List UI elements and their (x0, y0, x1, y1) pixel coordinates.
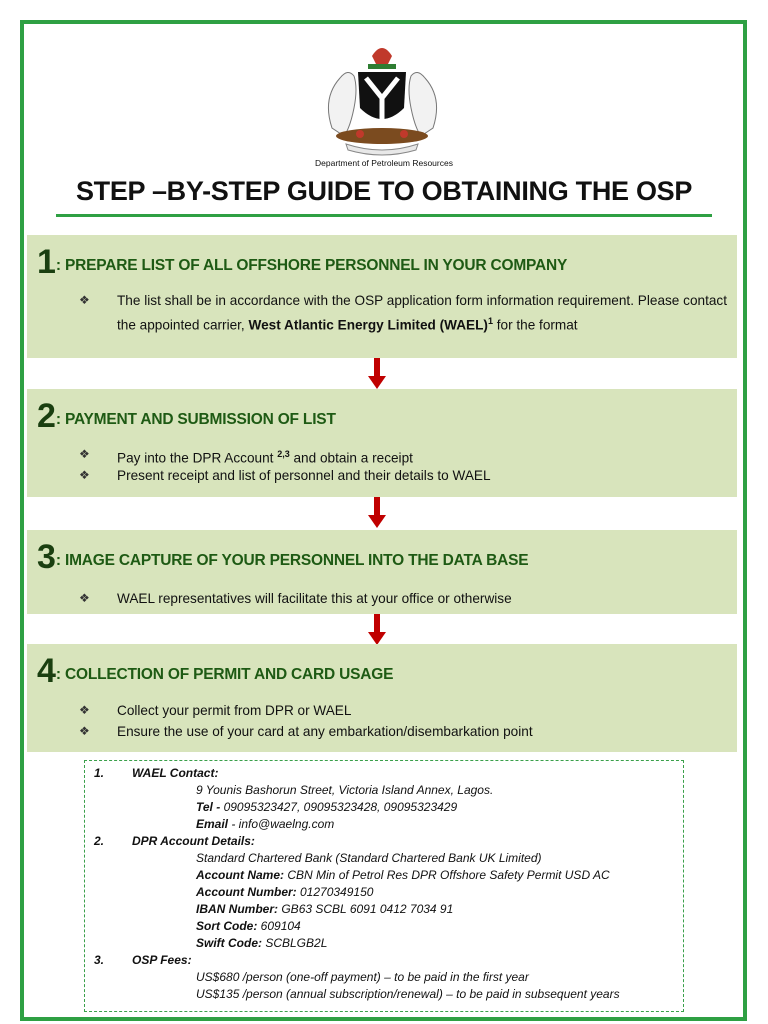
step-2-panel: 2: PAYMENT AND SUBMISSION OF LIST ❖Pay i… (27, 389, 737, 497)
footnotes-box (84, 760, 684, 1012)
down-arrow-icon (368, 358, 386, 389)
note-number: 2. (94, 834, 105, 848)
diamond-bullet-icon: ❖ (79, 591, 90, 605)
osp-fees-title: OSP Fees: (132, 953, 192, 967)
department-name: Department of Petroleum Resources (315, 158, 453, 168)
note-number: 1. (94, 766, 105, 780)
iban-number: IBAN Number: GB63 SCBL 6091 0412 7034 91 (196, 902, 454, 916)
bullet-item: ❖Collect your permit from DPR or WAEL (79, 700, 727, 721)
swift-code: Swift Code: SCBLGB2L (196, 936, 328, 950)
wael-tel: Tel - 09095323427, 09095323428, 09095323… (196, 800, 458, 814)
step-1-panel: 1: PREPARE LIST OF ALL OFFSHORE PERSONNE… (27, 235, 737, 358)
step-heading: : PREPARE LIST OF ALL OFFSHORE PERSONNEL… (55, 257, 568, 274)
step-number: 4 (37, 652, 56, 690)
wael-email: Email - info@waelng.com (196, 817, 335, 831)
step-4-panel: 4: COLLECTION OF PERMIT AND CARD USAGE ❖… (27, 644, 737, 752)
bullet-item: ❖WAEL representatives will facilitate th… (79, 588, 727, 609)
note-number: 3. (94, 953, 105, 967)
title-underline (56, 214, 712, 217)
down-arrow-icon (368, 497, 386, 528)
wael-contact-title: WAEL Contact: (132, 766, 219, 780)
down-arrow-icon (368, 614, 386, 645)
diamond-bullet-icon: ❖ (79, 703, 90, 717)
wael-address: 9 Younis Bashorun Street, Victoria Islan… (196, 783, 494, 797)
sort-code: Sort Code: 609104 (196, 919, 301, 933)
account-number: Account Number: 01270349150 (196, 885, 374, 899)
nigeria-coat-of-arms-icon (327, 48, 438, 156)
fee-first-year: US$680 /person (one-off payment) – to be… (196, 970, 529, 984)
page-title: STEP –BY-STEP GUIDE TO OBTAINING THE OSP (75, 176, 693, 206)
step-number: 1 (37, 243, 56, 281)
bullet-item: ❖Pay into the DPR Account 2,3 and obtain… (79, 444, 727, 469)
account-name: Account Name: CBN Min of Petrol Res DPR … (196, 868, 610, 882)
step-3-panel: 3: IMAGE CAPTURE OF YOUR PERSONNEL INTO … (27, 530, 737, 614)
bullet-item: ❖The list shall be in accordance with th… (79, 290, 727, 336)
step-number: 3 (37, 538, 56, 576)
step-number: 2 (37, 397, 56, 435)
step-heading: : IMAGE CAPTURE OF YOUR PERSONNEL INTO T… (55, 552, 529, 569)
diamond-bullet-icon: ❖ (79, 468, 90, 482)
diamond-bullet-icon: ❖ (79, 724, 90, 738)
step-heading: : PAYMENT AND SUBMISSION OF LIST (55, 411, 336, 428)
dpr-account-title: DPR Account Details: (132, 834, 255, 848)
step-heading: : COLLECTION OF PERMIT AND CARD USAGE (55, 666, 394, 683)
bank-name: Standard Chartered Bank (Standard Charte… (196, 851, 542, 865)
diamond-bullet-icon: ❖ (79, 447, 90, 461)
bullet-item: ❖Present receipt and list of personnel a… (79, 465, 727, 486)
diamond-bullet-icon: ❖ (79, 293, 90, 307)
fee-renewal: US$135 /person (annual subscription/rene… (196, 987, 620, 1001)
bullet-item: ❖Ensure the use of your card at any emba… (79, 721, 727, 742)
page-border (20, 20, 747, 1021)
